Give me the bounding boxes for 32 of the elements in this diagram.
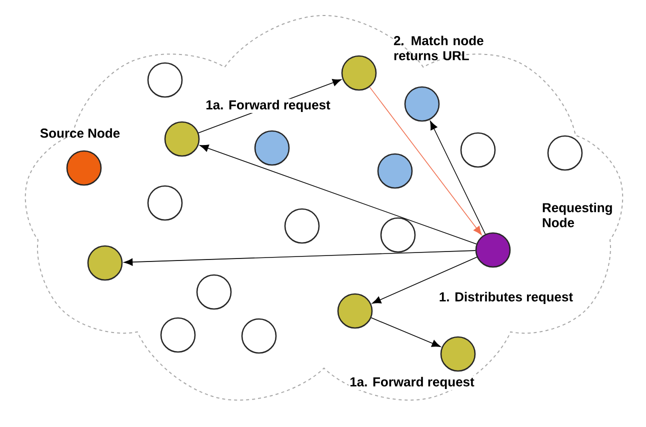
node-circle (547, 135, 583, 171)
arrow (430, 120, 486, 235)
node-circle (196, 274, 232, 310)
edge-label: 1. Distributes request (438, 290, 574, 306)
edge-label: 1a. Forward request (204, 98, 332, 114)
node-circle (254, 130, 290, 166)
node-circle (66, 150, 102, 186)
arrow (370, 317, 441, 347)
arrow (124, 250, 476, 266)
node-circle (460, 132, 496, 168)
node-circle (341, 55, 377, 91)
node-circle (404, 86, 440, 122)
node-circle (337, 293, 373, 329)
arrow (369, 86, 482, 236)
node-circle (147, 62, 183, 98)
edge-label: 1a. Forward request (348, 376, 476, 390)
node-circle (241, 318, 277, 354)
node-circle (147, 185, 183, 221)
arrow (200, 144, 477, 244)
node-label: 2. Match node returns URL (394, 36, 484, 60)
node-label: Requesting Node (542, 202, 612, 228)
node-circle (164, 121, 200, 157)
node-circle (475, 232, 511, 268)
node-label: Source Node (40, 128, 120, 138)
network-cloud (24, 14, 624, 401)
node-circle (87, 245, 123, 281)
node-circle (160, 317, 196, 353)
node-circle (284, 208, 320, 244)
node-circle (380, 217, 416, 253)
node-circle (440, 336, 476, 372)
arrow (372, 256, 478, 304)
node-circle (377, 153, 413, 189)
